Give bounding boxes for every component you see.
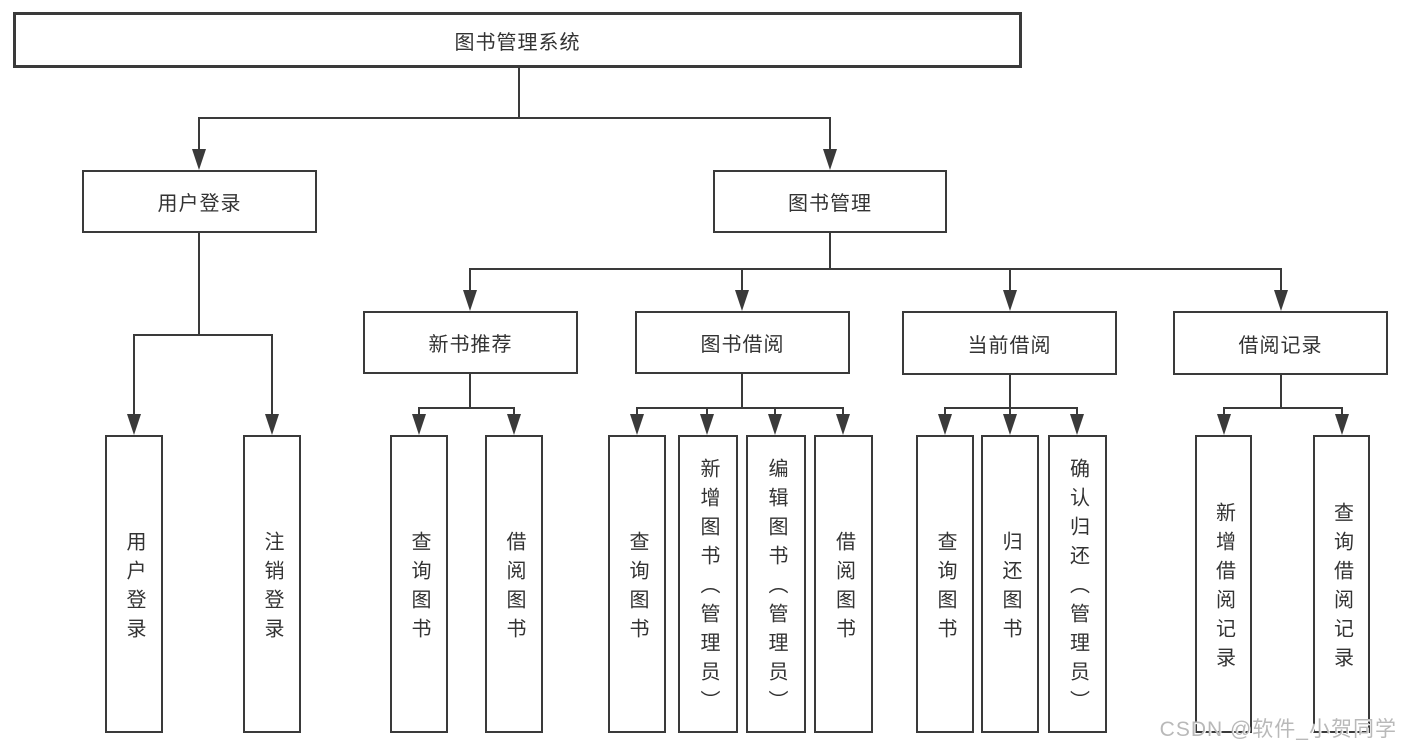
node-new-book-recommend: 新书推荐	[363, 311, 578, 374]
leaf-logout: 注销登录	[243, 435, 301, 733]
arrow-down-icon	[700, 414, 714, 435]
arrow-down-icon	[630, 414, 644, 435]
leaf-query-books-newbook: 查询图书	[390, 435, 448, 733]
connector-drop-line	[741, 268, 743, 296]
node-library-management-system: 图书管理系统	[13, 12, 1022, 68]
node-label: 当前借阅	[967, 334, 1052, 357]
node-book-management: 图书管理	[713, 170, 947, 233]
arrow-down-icon	[1274, 290, 1288, 311]
connector-drop-line	[1341, 407, 1343, 420]
connector-drop-line	[469, 268, 471, 296]
node-label: 编辑图书（管理员）	[765, 458, 787, 719]
arrow-down-icon	[1003, 414, 1017, 435]
connector-drop-line	[842, 407, 844, 420]
arrow-down-icon	[192, 149, 206, 170]
node-book-borrowing: 图书借阅	[635, 311, 850, 374]
connector-trunk-line	[1280, 374, 1282, 409]
connector-drop-line	[1009, 407, 1011, 420]
arrow-down-icon	[938, 414, 952, 435]
node-label: 注销登录	[261, 530, 283, 647]
arrow-down-icon	[412, 414, 426, 435]
leaf-borrow-books-borrowing: 借阅图书	[814, 435, 873, 733]
node-label: 图书管理	[788, 193, 872, 215]
leaf-edit-books-admin: 编辑图书（管理员）	[746, 435, 806, 733]
node-label: 用户登录	[123, 530, 145, 647]
leaf-add-borrow-record: 新增借阅记录	[1195, 435, 1252, 733]
leaf-add-books-admin: 新增图书（管理员）	[678, 435, 738, 733]
arrow-down-icon	[463, 290, 477, 311]
connector-bus-line	[198, 117, 831, 119]
connector-drop-line	[1280, 268, 1282, 296]
arrow-down-icon	[1003, 290, 1017, 311]
arrow-down-icon	[735, 290, 749, 311]
arrow-down-icon	[265, 414, 279, 435]
leaf-confirm-return-admin: 确认归还（管理员）	[1048, 435, 1107, 733]
arrow-down-icon	[1217, 414, 1231, 435]
connector-bus-line	[1223, 407, 1343, 409]
connector-trunk-line	[1009, 374, 1011, 409]
connector-bus-line	[469, 268, 1282, 270]
connector-drop-line	[944, 407, 946, 420]
arrow-down-icon	[836, 414, 850, 435]
node-label: 借阅记录	[1238, 334, 1323, 357]
node-label: 查询图书	[408, 530, 430, 647]
connector-trunk-line	[518, 68, 520, 119]
arrow-down-icon	[507, 414, 521, 435]
node-label: 图书借阅	[700, 334, 785, 356]
arrow-down-icon	[768, 414, 782, 435]
connector-trunk-line	[198, 233, 200, 336]
arrow-down-icon	[1335, 414, 1349, 435]
connector-drop-line	[198, 117, 200, 155]
arrow-down-icon	[823, 149, 837, 170]
leaf-query-books-current: 查询图书	[916, 435, 974, 733]
connector-bus-line	[944, 407, 1078, 409]
connector-drop-line	[1009, 268, 1011, 296]
node-user-login: 用户登录	[82, 170, 317, 233]
node-label: 借阅图书	[832, 530, 855, 647]
node-label: 新增图书（管理员）	[697, 458, 719, 719]
csdn-watermark: CSDN @软件_小贺同学	[1159, 718, 1397, 741]
node-label: 用户登录	[157, 193, 242, 215]
connector-drop-line	[1223, 407, 1225, 420]
connector-trunk-line	[469, 374, 471, 409]
connector-drop-line	[271, 334, 273, 420]
node-label: 查询图书	[626, 530, 648, 647]
connector-drop-line	[829, 117, 831, 155]
node-current-borrowing: 当前借阅	[902, 311, 1117, 375]
connector-drop-line	[774, 407, 776, 420]
arrow-down-icon	[1070, 414, 1084, 435]
node-label: 新书推荐	[428, 334, 513, 356]
connector-bus-line	[418, 407, 515, 409]
node-label: 归还图书	[999, 530, 1021, 647]
connector-trunk-line	[741, 374, 743, 409]
connector-bus-line	[133, 334, 273, 336]
connector-trunk-line	[829, 233, 831, 270]
leaf-query-borrow-record: 查询借阅记录	[1313, 435, 1370, 733]
connector-drop-line	[636, 407, 638, 420]
leaf-query-books-borrowing: 查询图书	[608, 435, 666, 733]
connector-drop-line	[513, 407, 515, 420]
node-label: 图书管理系统	[454, 31, 581, 54]
node-borrowing-records: 借阅记录	[1173, 311, 1388, 375]
node-label: 查询借阅记录	[1330, 501, 1353, 676]
leaf-user-login: 用户登录	[105, 435, 163, 733]
connector-drop-line	[1076, 407, 1078, 420]
connector-drop-line	[133, 334, 135, 420]
node-label: 新增借阅记录	[1212, 501, 1235, 676]
connector-drop-line	[418, 407, 420, 420]
connector-bus-line	[636, 407, 844, 409]
arrow-down-icon	[127, 414, 141, 435]
connector-drop-line	[706, 407, 708, 420]
leaf-borrow-books-newbook: 借阅图书	[485, 435, 543, 733]
node-label: 确认归还（管理员）	[1066, 458, 1089, 719]
node-label: 查询图书	[934, 530, 956, 647]
leaf-return-books: 归还图书	[981, 435, 1039, 733]
node-label: 借阅图书	[503, 530, 525, 647]
